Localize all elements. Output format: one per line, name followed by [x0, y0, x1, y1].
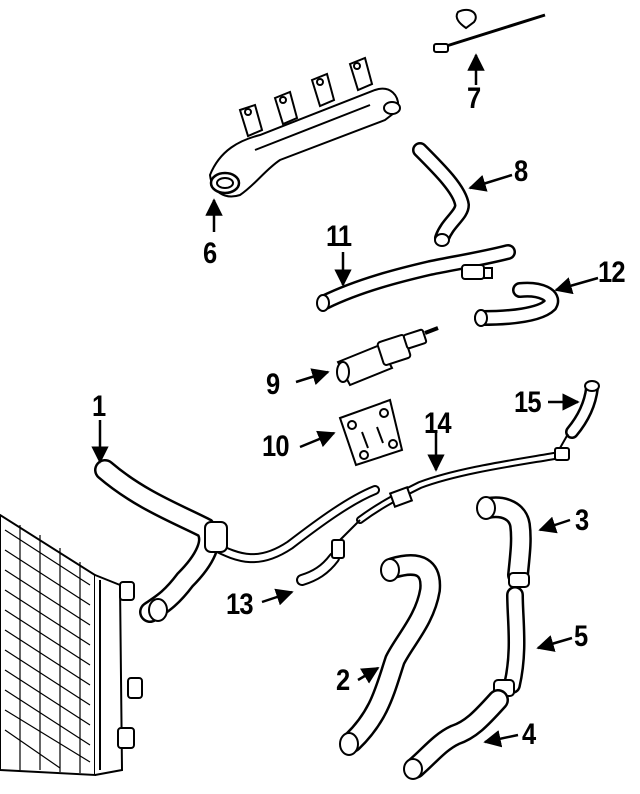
radiator-drawing [0, 515, 142, 775]
callout-7: 7 [467, 82, 481, 115]
callout-10: 10 [262, 430, 290, 463]
arrow-2 [358, 668, 380, 684]
part-1-upper-hose [105, 470, 375, 621]
callout-6: 6 [203, 237, 217, 270]
part-10-bracket [340, 400, 402, 465]
part-12-hose [475, 290, 551, 326]
callout-2: 2 [336, 664, 350, 697]
callout-9: 9 [266, 368, 280, 401]
part-11-hose [317, 252, 508, 311]
part-9-valve [337, 328, 438, 385]
callout-arrows [91, 53, 598, 748]
callout-12: 12 [598, 256, 626, 289]
callout-14: 14 [424, 407, 452, 440]
part-2-hose [340, 559, 430, 755]
part-7-sensor [434, 10, 545, 52]
part-5-hose [494, 595, 517, 696]
arrow-9 [296, 368, 330, 386]
arrow-3 [538, 516, 570, 534]
part-13-hose [302, 540, 344, 580]
callout-15: 15 [514, 386, 542, 419]
arrow-12 [554, 278, 598, 295]
part-6-manifold [210, 58, 400, 196]
part-3-hose [477, 497, 529, 587]
callout-5: 5 [574, 620, 588, 653]
part-8-hose [420, 150, 462, 246]
arrow-5 [536, 635, 572, 652]
callout-11: 11 [326, 220, 352, 253]
arrow-10 [300, 430, 336, 447]
callout-1: 1 [92, 390, 106, 423]
callout-4: 4 [522, 718, 536, 751]
arrow-4 [483, 730, 518, 748]
arrow-8 [468, 175, 512, 192]
arrow-13 [262, 588, 294, 606]
callout-8: 8 [514, 155, 528, 188]
callout-3: 3 [575, 504, 589, 537]
part-14-pipe [340, 448, 569, 540]
part-4-hose [404, 700, 498, 779]
part-15-hose [560, 381, 599, 448]
callout-13: 13 [226, 588, 254, 621]
